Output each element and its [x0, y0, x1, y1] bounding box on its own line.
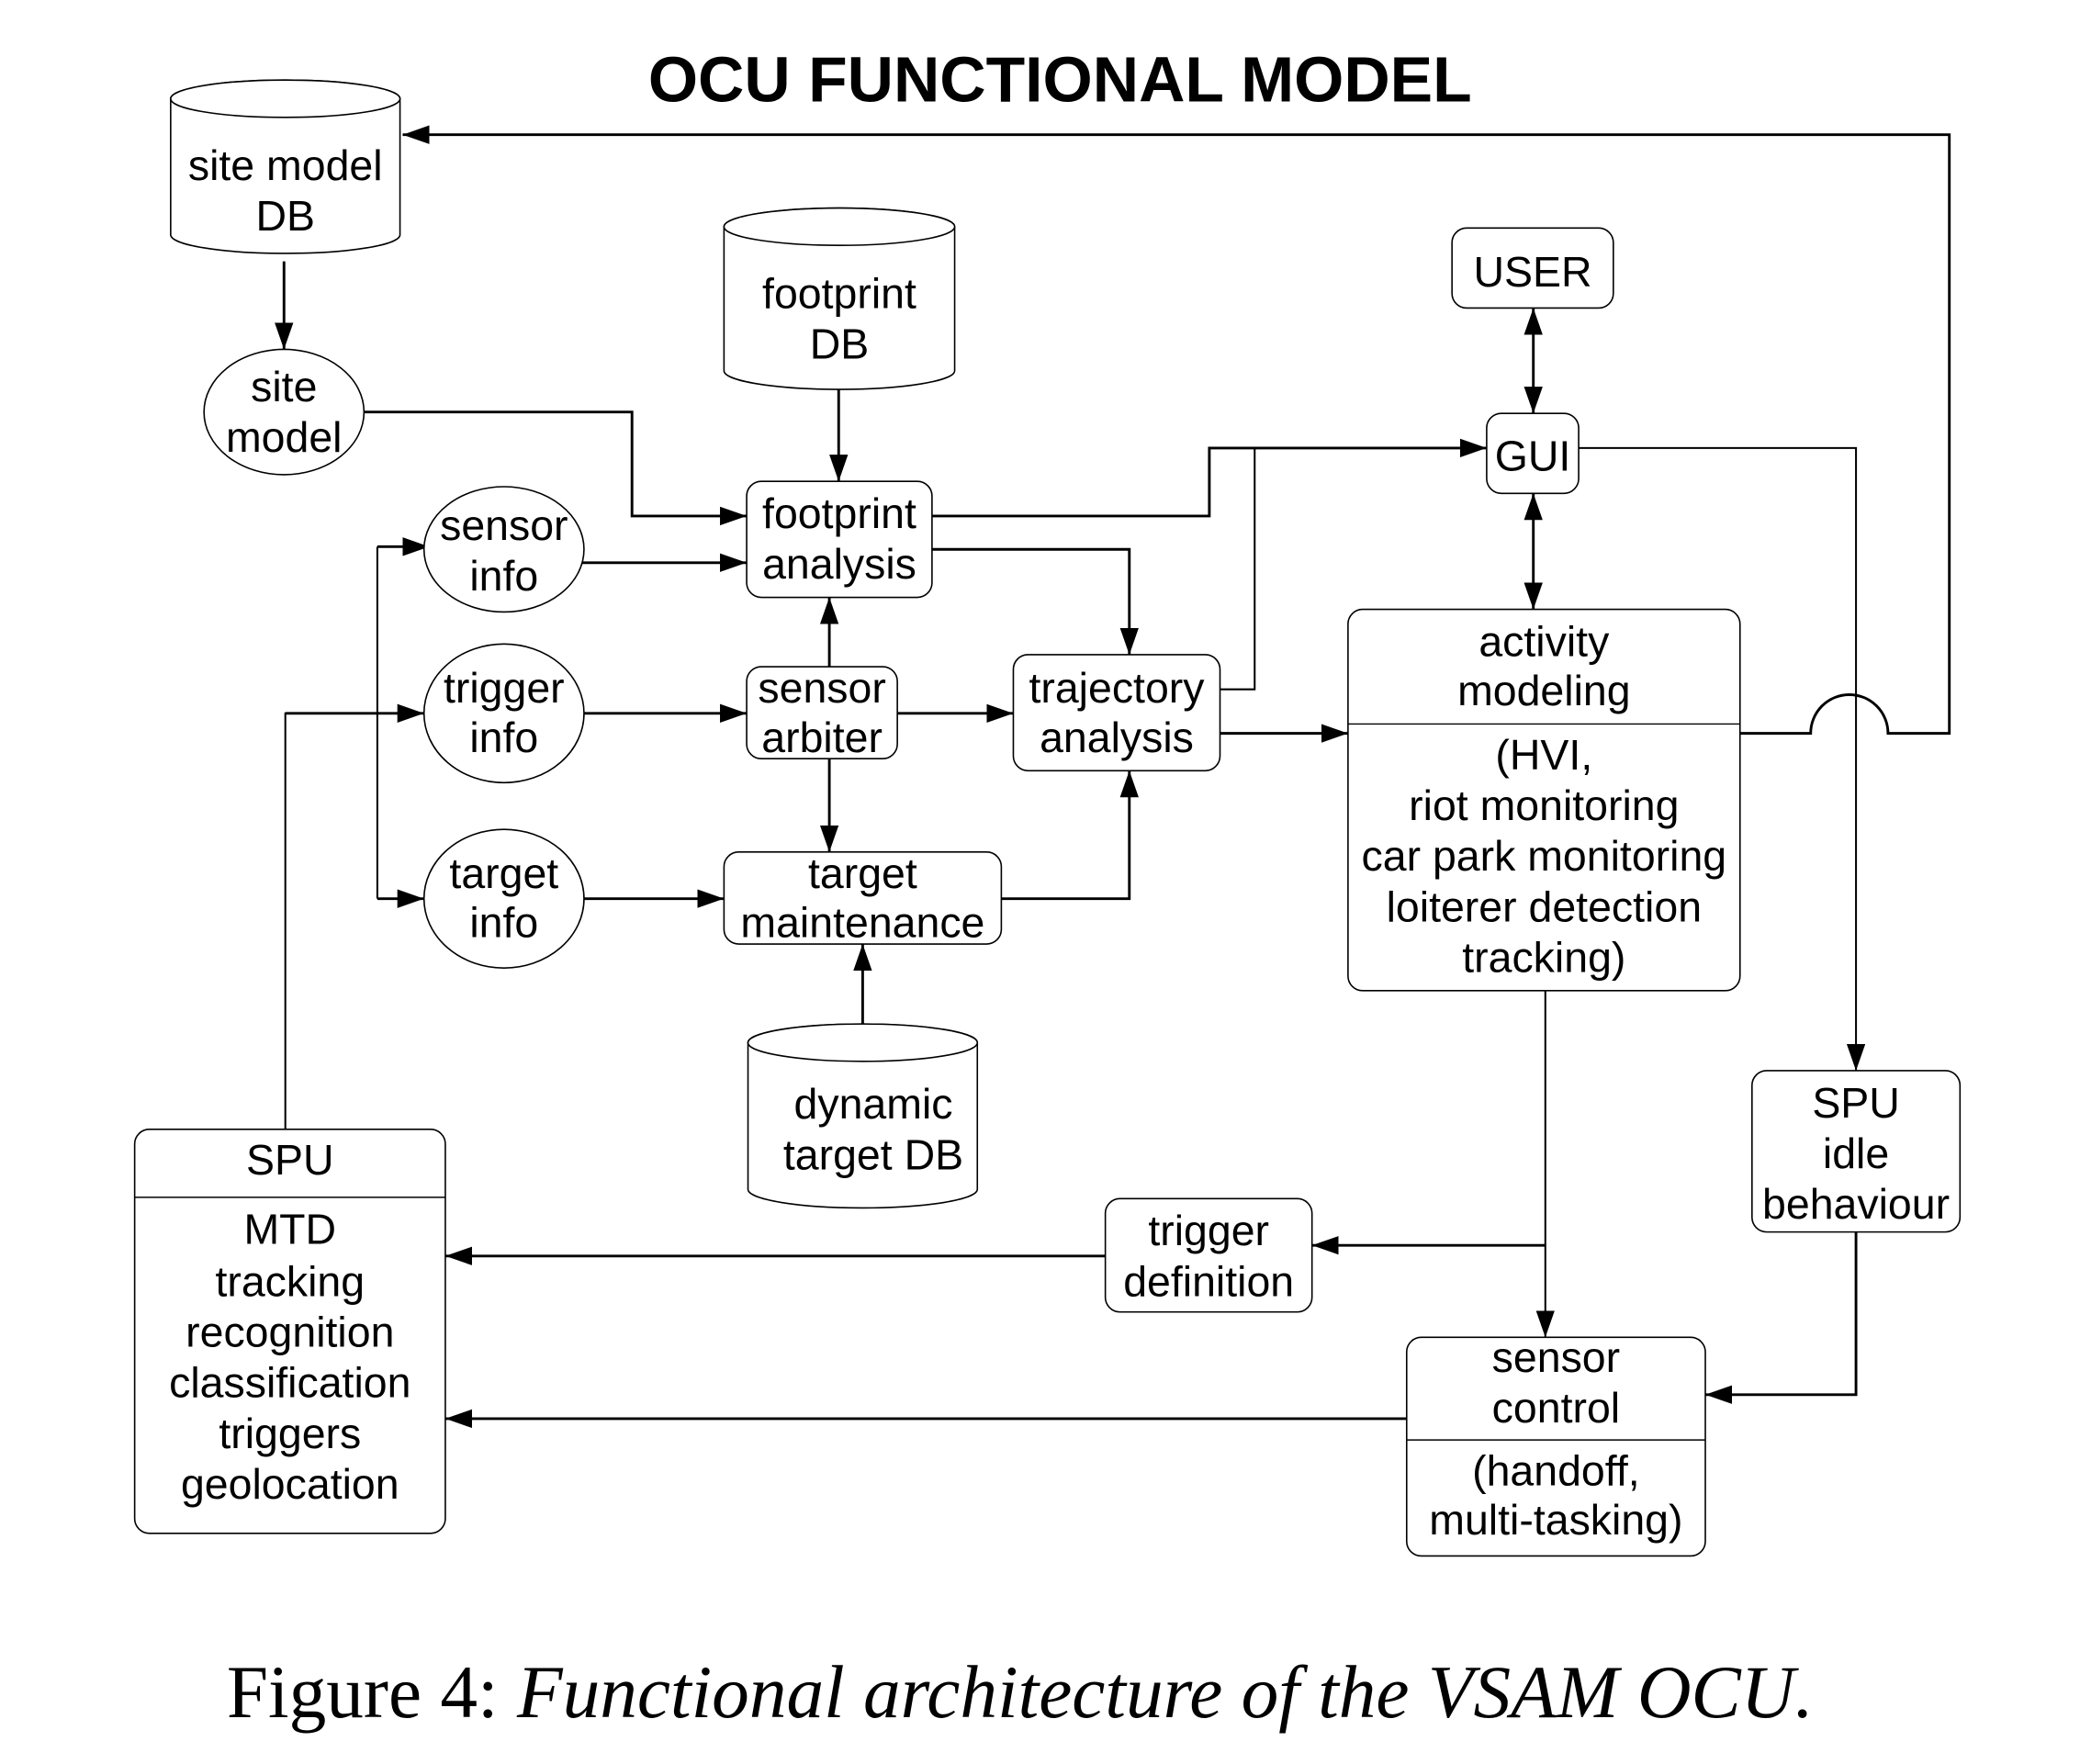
edge-site-model-to-footprint-analysis — [364, 410, 748, 526]
diagram-title: OCU FUNCTIONAL MODEL — [648, 43, 1472, 115]
spu-node[interactable]: SPU MTDtrackingrecognitionclassificationt… — [133, 1129, 446, 1534]
rounded-box — [746, 666, 898, 759]
activity-modeling-label-line: tracking) — [1462, 934, 1625, 982]
sensor-arbiter-label-line: sensor — [758, 664, 885, 712]
edge-spu-idle-to-sensor-control — [1705, 1231, 1858, 1404]
spu-idle-behaviour-label-line: behaviour — [1762, 1180, 1950, 1228]
sensor-info-label-line: info — [469, 552, 538, 600]
ellipse-shape — [422, 486, 585, 613]
sensor-arbiter-label-line: arbiter — [761, 713, 883, 761]
edge-trajectory-to-gui — [1220, 447, 1256, 691]
user-node[interactable]: USER — [1451, 227, 1614, 309]
database-cylinder-top — [170, 79, 401, 118]
user-label-line: USER — [1473, 248, 1591, 296]
rounded-box — [1486, 412, 1580, 495]
gui-label-line: GUI — [1495, 433, 1571, 480]
target-info-label-line: info — [469, 899, 538, 947]
site-model-db-label-line: site model — [188, 141, 383, 189]
edges-layer — [275, 125, 1951, 1429]
site-model-label-line: model — [226, 413, 343, 461]
spu-label-line: recognition — [186, 1308, 394, 1355]
trigger-info-label-line: info — [469, 713, 538, 761]
site-model-label-line: site — [251, 363, 317, 410]
spu-label-line: MTD — [243, 1206, 336, 1253]
ellipse-shape — [203, 348, 365, 476]
activity-modeling-label-line: car park monitoring — [1362, 832, 1727, 880]
activity-modeling-label-line: activity — [1478, 617, 1610, 665]
database-cylinder-top — [723, 207, 956, 247]
edge-target-maintenance-to-trajectory — [1001, 770, 1139, 901]
spu-label-line: triggers — [219, 1410, 361, 1457]
activity-modeling-label-line: riot monitoring — [1409, 781, 1679, 829]
spu-label-line: SPU — [246, 1136, 334, 1184]
footprint-analysis-label-line: analysis — [762, 540, 916, 588]
rounded-box — [1347, 608, 1741, 992]
rounded-box — [746, 480, 933, 599]
caption-prefix: Figure 4: — [227, 1651, 517, 1734]
trigger-info-label-line: trigger — [444, 664, 565, 712]
target-info-label-line: target — [449, 849, 558, 897]
spu-label-line: tracking — [215, 1257, 365, 1305]
figure-caption: Figure 4: Functional architecture of the… — [227, 1651, 1814, 1734]
database-cylinder-top — [747, 1023, 979, 1062]
target-maintenance-label-line: maintenance — [740, 899, 984, 947]
spu-idle-behaviour-label-line: SPU — [1812, 1079, 1900, 1127]
trigger-definition-label-line: definition — [1123, 1257, 1294, 1305]
sensor-control-label-line: sensor — [1492, 1333, 1620, 1381]
dynamic-target-db-label-line: target DB — [783, 1130, 963, 1178]
activity-modeling-label-line: modeling — [1457, 667, 1631, 714]
rounded-box — [1104, 1197, 1313, 1313]
trajectory-analysis-label-line: analysis — [1040, 713, 1194, 761]
edge-gui-to-spu-idle — [1579, 446, 1866, 1071]
rounded-box — [1012, 654, 1221, 772]
edge-footprint-analysis-to-trajectory — [931, 547, 1139, 655]
dynamic-target-db-label-line: dynamic — [794, 1080, 953, 1128]
sensor-info-label-line: sensor — [440, 501, 568, 549]
footprint-analysis-label-line: footprint — [762, 489, 916, 537]
rounded-box — [1751, 1070, 1962, 1233]
caption-text: Functional architecture of the VSAM OCU. — [516, 1651, 1814, 1734]
edge-spu-trunk — [284, 712, 377, 1129]
trigger-definition-label-line: trigger — [1148, 1207, 1269, 1254]
spu-label-line: geolocation — [181, 1460, 399, 1508]
sensor-control-label-line: multi-tasking) — [1429, 1496, 1682, 1544]
target-maintenance-label-line: target — [808, 849, 917, 897]
rounded-box — [1451, 227, 1614, 309]
rounded-box — [723, 851, 1003, 945]
activity-modeling-label-line: (HVI, — [1495, 731, 1592, 779]
sensor-control-label-line: (handoff, — [1472, 1446, 1640, 1494]
edge-footprint-analysis-to-gui — [931, 438, 1487, 518]
spu-label-line: classification — [169, 1359, 410, 1407]
activity-modeling-label-line: loiterer detection — [1387, 882, 1702, 930]
rounded-box — [1405, 1336, 1706, 1557]
ellipse-shape — [422, 828, 585, 969]
footprint-db-label-line: footprint — [762, 269, 916, 317]
gui-node[interactable]: GUI — [1486, 412, 1580, 495]
edge-activity-to-site-model-db — [402, 125, 1951, 736]
trajectory-analysis-label-line: trajectory — [1029, 664, 1205, 712]
site-model-db-label-line: DB — [255, 192, 315, 240]
rounded-box — [133, 1129, 446, 1534]
footprint-db-label-line: DB — [810, 320, 870, 368]
sensor-control-label-line: control — [1492, 1384, 1620, 1432]
ellipse-shape — [422, 643, 585, 784]
spu-idle-behaviour-label-line: idle — [1823, 1129, 1889, 1177]
